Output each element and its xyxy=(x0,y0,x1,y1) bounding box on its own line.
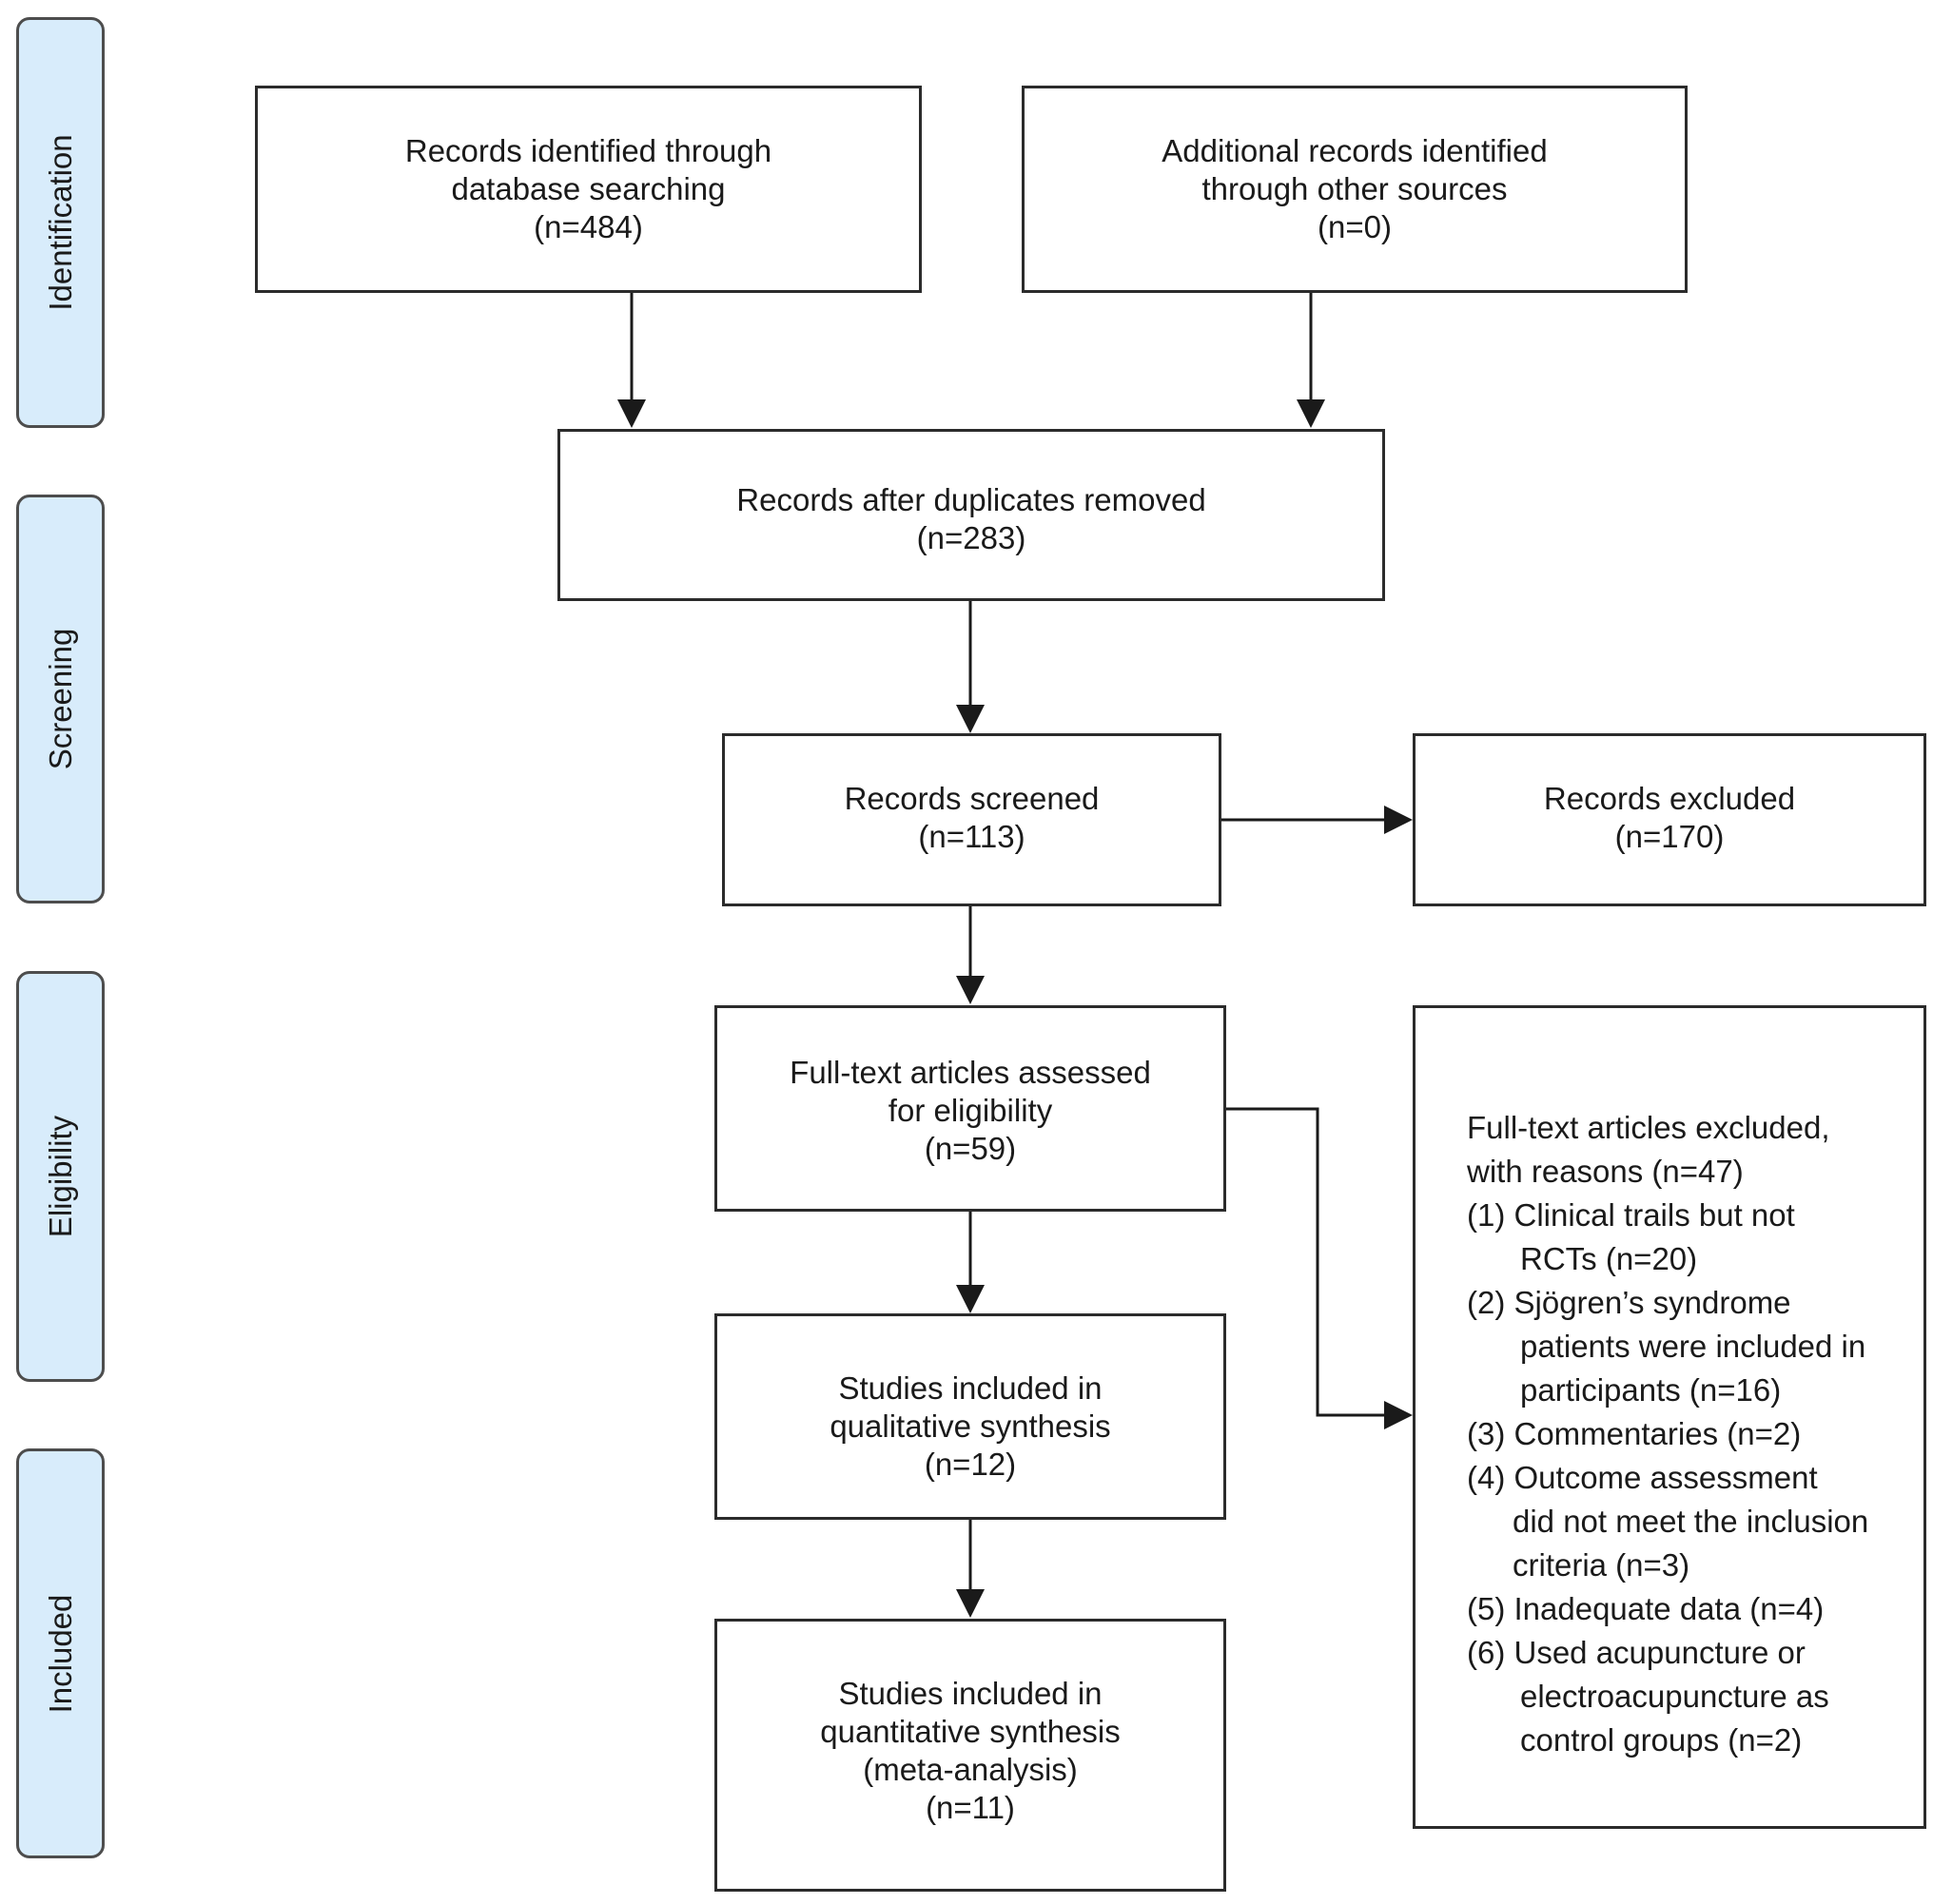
exclusion-reason-6b: electroacupuncture as xyxy=(1520,1679,1829,1714)
quantitative-count: (n=11) xyxy=(926,1790,1015,1825)
duplicates-removed-line-1: Records after duplicates removed xyxy=(736,482,1206,517)
exclusion-reasons-list: Full-text articles excluded, with reason… xyxy=(1467,1106,1868,1762)
box-other-sources: Additional records identified through ot… xyxy=(1022,86,1688,293)
database-search-count: (n=484) xyxy=(534,209,643,244)
records-excluded-count: (n=170) xyxy=(1614,819,1725,854)
box-full-text-assessed: Full-text articles assessed for eligibil… xyxy=(714,1005,1226,1212)
qualitative-line-2: qualitative synthesis xyxy=(830,1409,1111,1444)
box-records-screened: Records screened (n=113) xyxy=(722,733,1221,906)
exclusion-reason-1b: RCTs (n=20) xyxy=(1520,1241,1698,1276)
arrow-fulltext-to-exclusions xyxy=(1225,1107,1413,1429)
phase-eligibility: Eligibility xyxy=(16,971,105,1382)
records-excluded-label: Records excluded xyxy=(1543,781,1796,816)
phase-identification: Identification xyxy=(16,17,105,428)
box-qualitative-synthesis: Studies included in qualitative synthesi… xyxy=(714,1313,1226,1520)
box-records-excluded: Records excluded (n=170) xyxy=(1413,733,1926,906)
other-sources-count: (n=0) xyxy=(1318,209,1392,244)
exclusion-heading-1: Full-text articles excluded, xyxy=(1467,1110,1830,1145)
quantitative-line-2: quantitative synthesis xyxy=(820,1714,1121,1749)
exclusion-reason-2a: (2) Sjögren’s syndrome xyxy=(1467,1285,1791,1320)
records-screened-count: (n=113) xyxy=(918,819,1025,854)
phase-identification-label: Identification xyxy=(42,134,78,311)
phase-included-label: Included xyxy=(42,1594,78,1713)
exclusion-reason-6c: control groups (n=2) xyxy=(1520,1722,1803,1758)
database-search-line-2: database searching xyxy=(451,171,726,206)
full-text-line-2: for eligibility xyxy=(888,1093,1053,1128)
exclusion-reason-4a: (4) Outcome assessment xyxy=(1467,1460,1818,1495)
phase-screening-label: Screening xyxy=(42,628,78,770)
exclusion-reason-3: (3) Commentaries (n=2) xyxy=(1467,1416,1802,1451)
box-quantitative-synthesis: Studies included in quantitative synthes… xyxy=(714,1619,1226,1892)
qualitative-line-1: Studies included in xyxy=(838,1370,1103,1406)
exclusion-reason-1a: (1) Clinical trails but not xyxy=(1467,1197,1795,1233)
box-duplicates-removed: Records after duplicates removed (n=283) xyxy=(557,429,1385,601)
full-text-line-1: Full-text articles assessed xyxy=(790,1055,1151,1090)
other-sources-line-1: Additional records identified xyxy=(1162,133,1548,168)
box-full-text-excluded xyxy=(1413,1005,1926,1829)
database-search-line-1: Records identified through xyxy=(404,133,772,168)
exclusion-reason-4c: criteria (n=3) xyxy=(1513,1547,1690,1583)
quantitative-line-3: (meta-analysis) xyxy=(863,1752,1078,1787)
other-sources-line-2: through other sources xyxy=(1201,171,1508,206)
exclusion-reason-5: (5) Inadequate data (n=4) xyxy=(1467,1591,1825,1626)
phase-screening: Screening xyxy=(16,495,105,903)
phase-eligibility-label: Eligibility xyxy=(42,1115,78,1238)
qualitative-count: (n=12) xyxy=(924,1447,1017,1482)
full-text-count: (n=59) xyxy=(924,1131,1017,1166)
exclusion-heading-2: with reasons (n=47) xyxy=(1467,1154,1744,1189)
quantitative-line-1: Studies included in xyxy=(838,1676,1103,1711)
exclusion-reason-6a: (6) Used acupuncture or xyxy=(1467,1635,1806,1670)
exclusion-reason-2c: participants (n=16) xyxy=(1520,1372,1782,1408)
exclusion-reason-4b: did not meet the inclusion xyxy=(1513,1504,1869,1539)
phase-included: Included xyxy=(16,1448,105,1858)
duplicates-removed-count: (n=283) xyxy=(916,520,1026,555)
exclusion-reason-2b: patients were included in xyxy=(1520,1329,1866,1364)
box-database-search: Records identified through database sear… xyxy=(255,86,922,293)
records-screened-label: Records screened xyxy=(844,781,1100,816)
